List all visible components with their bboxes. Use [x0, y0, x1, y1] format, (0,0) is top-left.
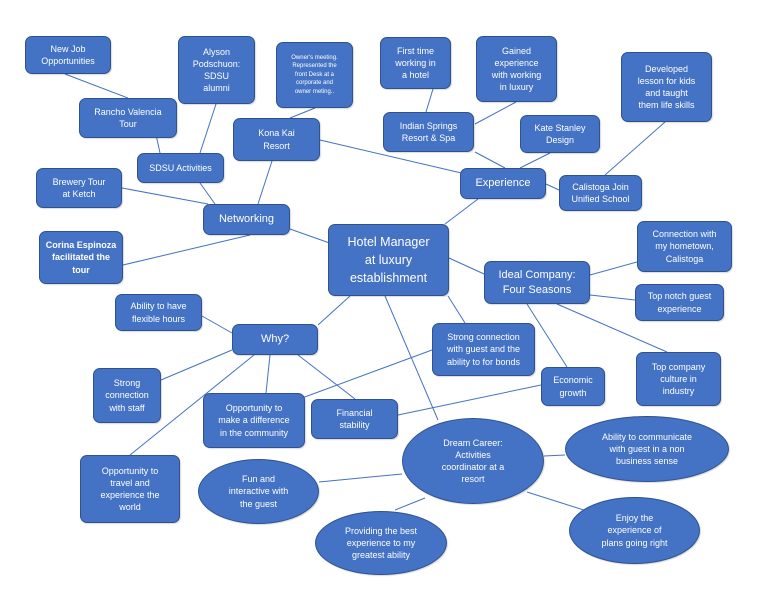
connector-line [160, 349, 233, 381]
connector-line [447, 295, 466, 324]
connector-line [384, 295, 439, 421]
node-brewery-tour: Brewery Tour at Ketch [36, 168, 122, 208]
connector-line [129, 354, 255, 456]
connector-line [543, 454, 566, 457]
node-strong-guest-connection: Strong connection with guest and the abi… [432, 323, 535, 376]
connector-line [519, 152, 551, 169]
node-networking: Networking [203, 204, 290, 235]
connector-line [257, 160, 273, 205]
node-flexible-hours: Ability to have flexible hours [115, 294, 202, 331]
node-top-notch-guest: Top notch guest experience [635, 284, 724, 321]
connector-line [297, 354, 356, 400]
connector-line [397, 384, 542, 416]
node-kona-kai-resort: Kona Kai Resort [233, 118, 320, 161]
node-gained-experience: Gained experience with working in luxury [476, 36, 557, 102]
connector-line [199, 103, 217, 154]
node-indian-springs-resort: Indian Springs Resort & Spa [383, 112, 474, 152]
connector-line [604, 121, 666, 176]
connector-line [318, 473, 403, 483]
node-corina-espinoza: Corina Espinoza facilitated the tour [39, 231, 123, 284]
connector-line [589, 294, 636, 301]
node-dream-career: Dream Career: Activities coordinator at … [402, 418, 544, 504]
connector-line [394, 497, 426, 511]
connector-line [526, 303, 568, 368]
connector-line [545, 183, 560, 191]
connector-line [474, 151, 506, 169]
connector-line [301, 349, 433, 399]
node-opportunity-travel: Opportunity to travel and experience the… [80, 455, 180, 523]
node-why: Why? [232, 324, 318, 355]
node-alyson-podschuon: Alyson Podschuon: SDSU alumni [178, 36, 255, 104]
node-top-company-culture: Top company culture in industry [636, 352, 721, 406]
node-calistoga-join-unified: Calistoga Join Unified School [559, 175, 642, 211]
node-financial-stability: Financial stability [311, 399, 398, 439]
connector-line [425, 88, 434, 113]
connector-line [448, 257, 485, 275]
connector-line [526, 491, 591, 513]
node-providing-best: Providing the best experience to my grea… [315, 511, 447, 575]
node-connection-hometown: Connection with my hometown, Calistoga [637, 221, 732, 272]
connector-line [319, 139, 471, 176]
connector-line [289, 107, 316, 119]
connector-line [474, 101, 517, 125]
node-ideal-company: Ideal Company: Four Seasons [484, 261, 590, 304]
connector-line [122, 234, 251, 266]
node-owners-meeting: Owner's meeting. Represented the front D… [276, 42, 353, 108]
node-experience: Experience [460, 168, 546, 199]
node-sdsu-activities: SDSU Activities [137, 153, 224, 183]
connector-line [199, 182, 216, 205]
connector-line [64, 73, 129, 99]
connector-line [589, 261, 638, 276]
node-strong-connection-staff: Strong connection with staff [93, 368, 161, 423]
connector-line [265, 354, 271, 394]
node-make-difference: Opportunity to make a difference in the … [203, 393, 305, 448]
connector-line [444, 198, 479, 225]
node-new-job-opportunities: New Job Opportunities [25, 36, 111, 74]
node-enjoy-experience: Enjoy the experience of plans going righ… [569, 497, 700, 564]
node-hotel-manager-center: Hotel Manager at luxury establishment [328, 224, 449, 296]
node-kate-stanley-design: Kate Stanley Design [520, 115, 600, 153]
connector-line [201, 315, 233, 334]
node-developed-lesson: Developed lesson for kids and taught the… [621, 52, 712, 122]
node-economic-growth: Economic growth [541, 367, 605, 406]
connector-line [317, 295, 351, 326]
connector-line [121, 187, 209, 205]
node-rancho-valencia-tour: Rancho Valencia Tour [79, 98, 177, 138]
connector-line [556, 303, 668, 353]
node-fun-interactive: Fun and interactive with the guest [198, 459, 319, 524]
node-ability-communicate: Ability to communicate with guest in a n… [565, 416, 729, 482]
node-first-time-working: First time working in a hotel [380, 37, 451, 89]
